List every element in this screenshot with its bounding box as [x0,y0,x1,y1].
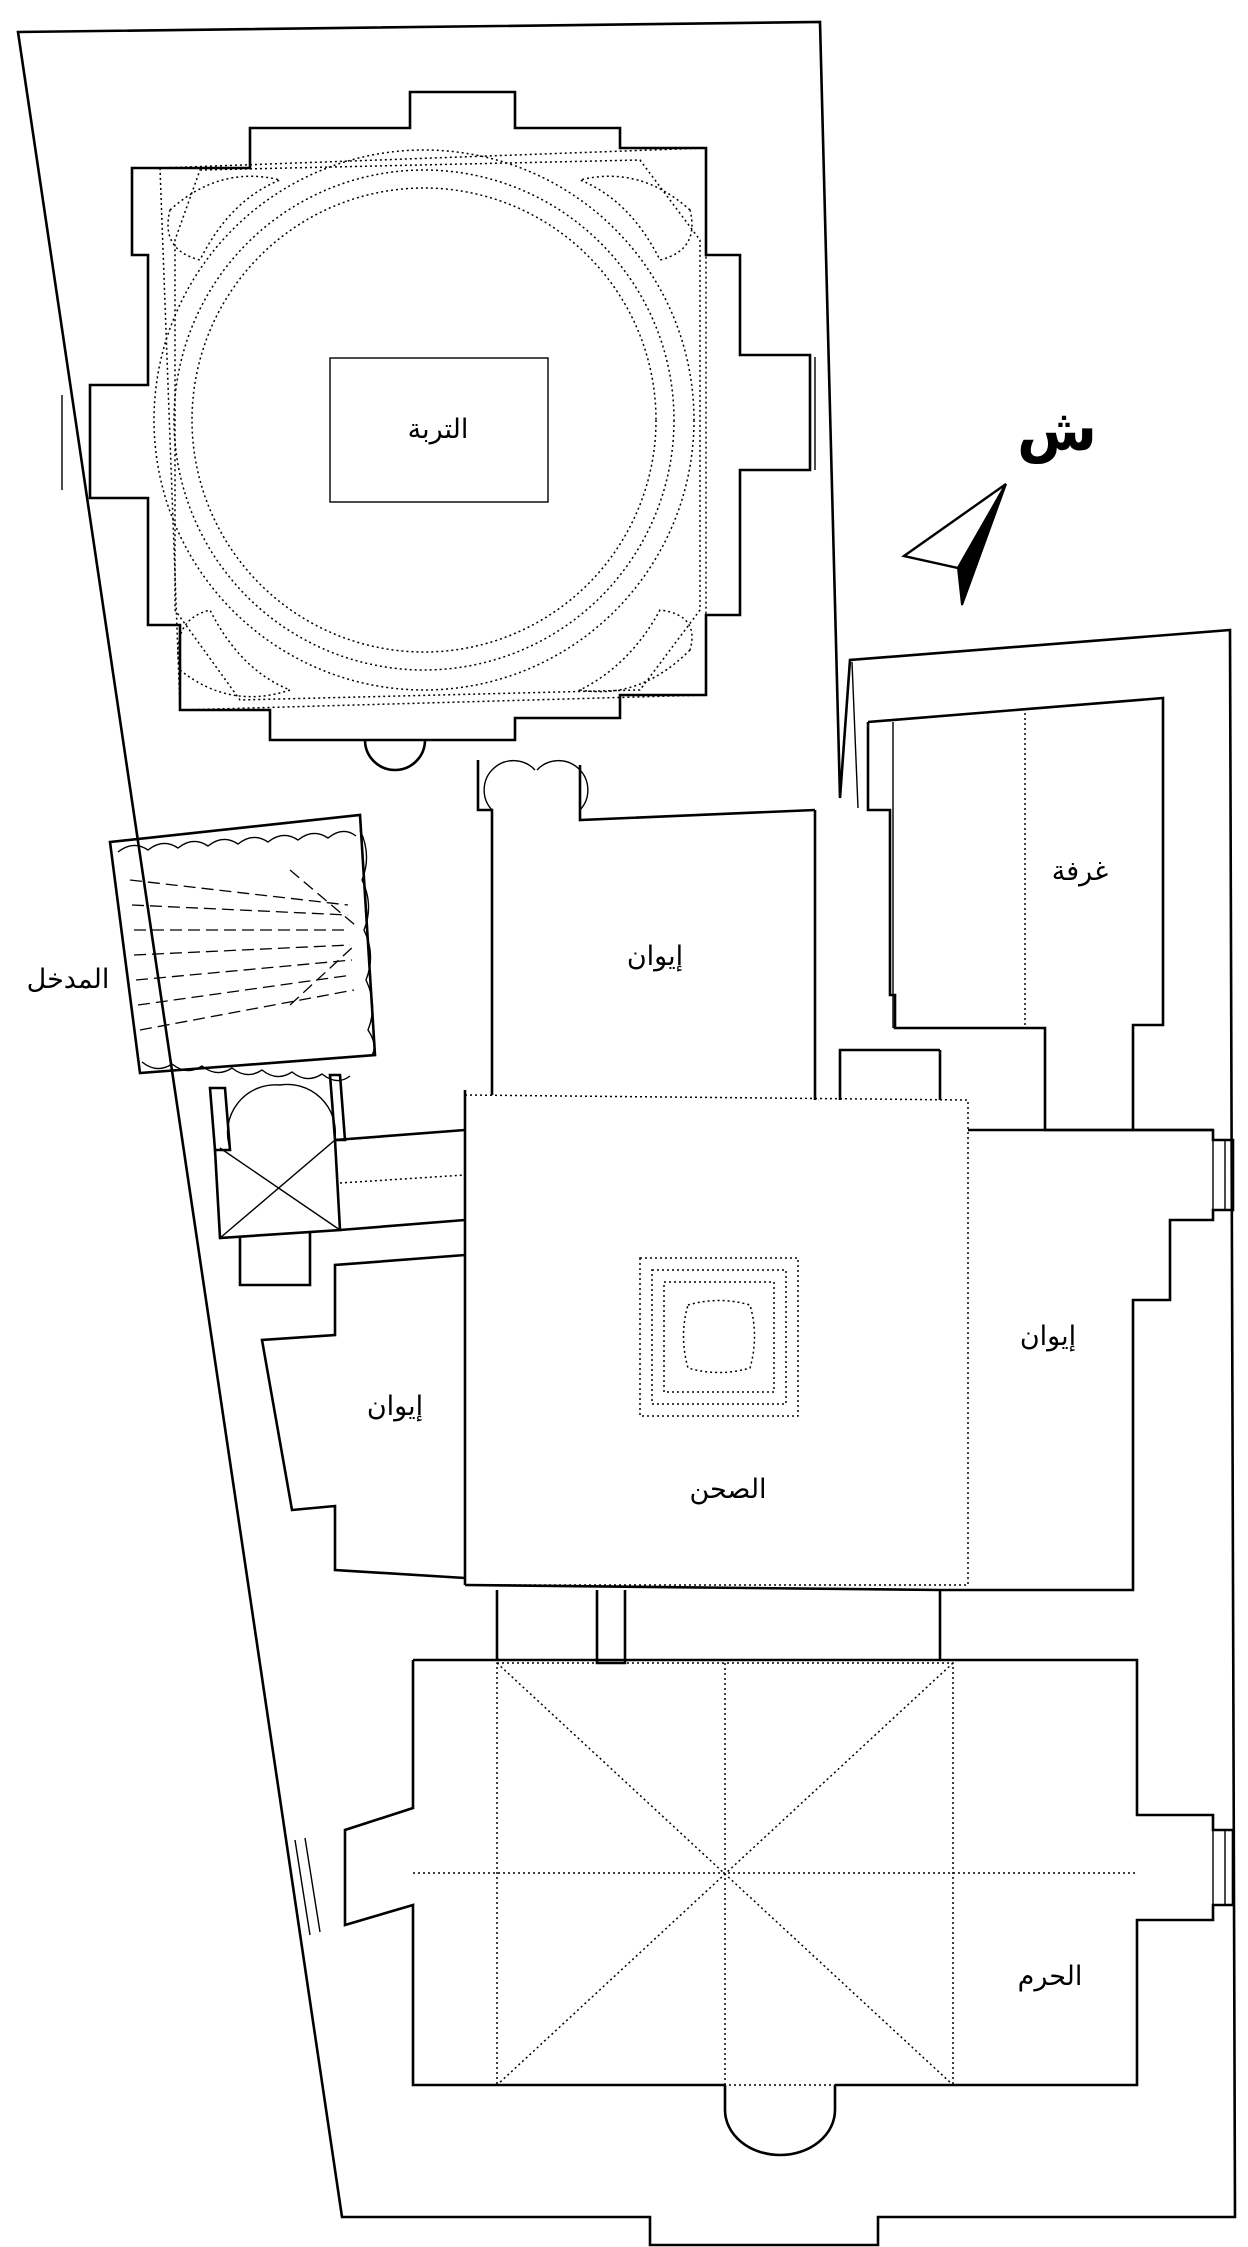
entrance-label: المدخل [27,964,110,995]
tomb-label: التربة [408,414,469,445]
west-iwan: إيوان [260,1253,466,1580]
fountain [639,1257,799,1417]
sanctuary-passages [464,1583,942,1665]
entrance-doorway [208,1073,466,1287]
west-iwan-label: إيوان [367,1391,423,1422]
north-arrow: ش [901,396,1097,606]
tomb-block: التربة [61,90,816,772]
east-iwan: إيوان [968,1128,1213,1352]
dome-circle [191,187,657,653]
outer-wall [16,20,1237,2247]
entrance-vestibule: المدخل [27,813,377,1082]
north-iwan-label: إيوان [627,941,683,972]
mihrab [723,2085,837,2157]
north-iwan: إيوان [627,810,817,1100]
courtyard-label: الصحن [689,1474,766,1505]
vestibule-vault-ornament [117,829,375,1082]
room-label: غرفة [1052,856,1108,887]
plot-divider [851,661,859,809]
sanctuary: الحرم [294,1658,1235,2157]
north-arrow-black-half [956,483,1007,606]
tomb-doorway [476,760,816,1095]
north-label: ش [1017,396,1097,464]
room: غرفة [838,696,1235,1592]
courtyard: الصحن [463,1090,969,1586]
cenotaph [329,357,549,503]
east-iwan-label: إيوان [1020,1321,1076,1352]
sanctuary-label: الحرم [1018,1961,1083,1992]
tomb-mihrab [363,739,427,772]
